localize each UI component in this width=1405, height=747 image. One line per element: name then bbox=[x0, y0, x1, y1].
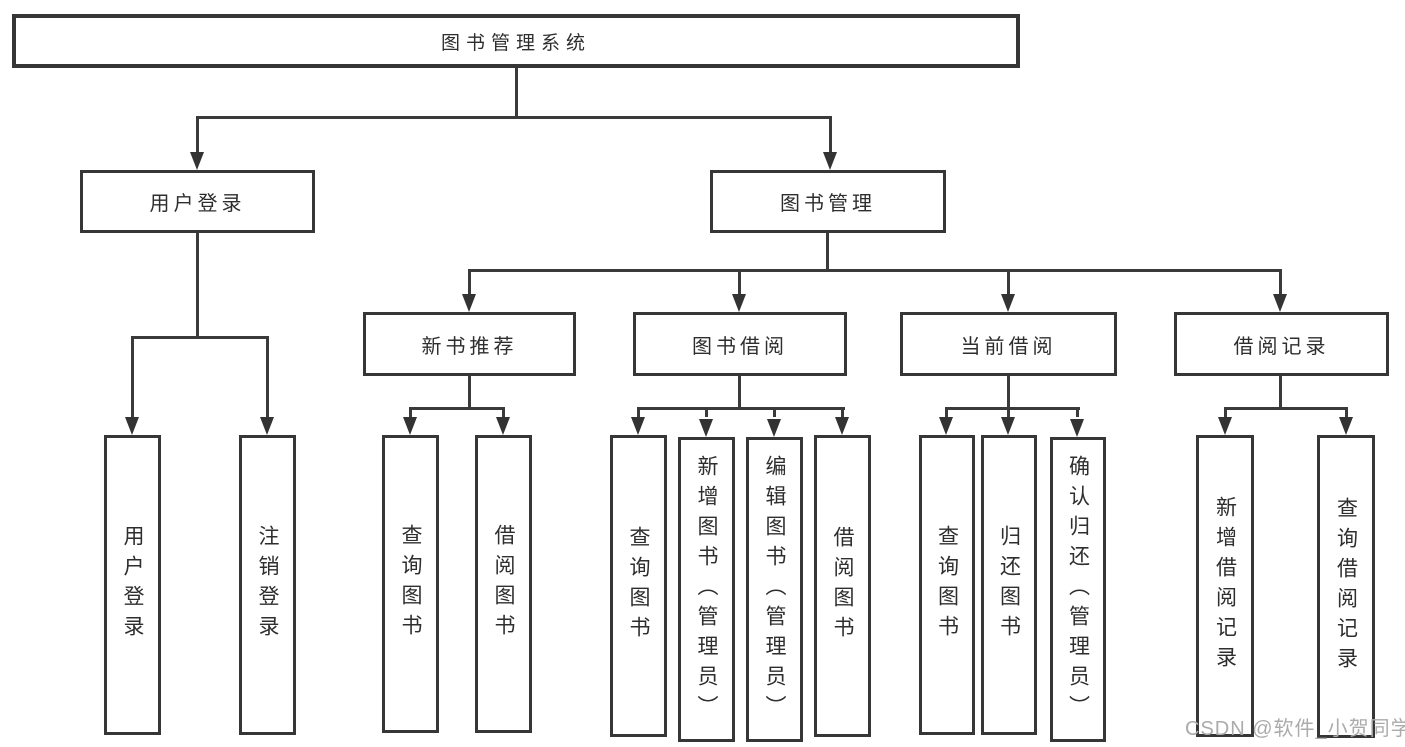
node-new-book-recommendation: 新书推荐 bbox=[363, 312, 576, 376]
leaf-borrow-books-recommend: 借阅图书 bbox=[475, 435, 532, 733]
leaf-query-books-borrow-label: 查询图书 bbox=[627, 526, 650, 646]
connector-line bbox=[266, 336, 269, 417]
leaf-query-books-borrow: 查询图书 bbox=[610, 435, 667, 737]
leaf-logout-label: 注销登录 bbox=[256, 525, 279, 645]
connector-line bbox=[1224, 407, 1227, 417]
connector-line bbox=[131, 336, 134, 417]
connector-line bbox=[773, 407, 776, 417]
connector-line bbox=[468, 269, 1282, 272]
leaf-query-books-recommend-label: 查询图书 bbox=[399, 524, 422, 644]
leaf-borrow-books-recommend-label: 借阅图书 bbox=[492, 524, 515, 644]
connector-line bbox=[738, 269, 741, 295]
connector-line bbox=[826, 233, 829, 271]
leaf-edit-books-admin: 编辑图书（管理员） bbox=[746, 437, 803, 742]
leaf-return-books-label: 归还图书 bbox=[997, 525, 1021, 645]
leaf-logout: 注销登录 bbox=[239, 435, 296, 735]
arrowhead-icon bbox=[732, 294, 746, 312]
connector-line bbox=[131, 336, 269, 339]
connector-line bbox=[705, 407, 708, 417]
node-current-borrowing: 当前借阅 bbox=[900, 312, 1117, 376]
arrowhead-icon bbox=[190, 152, 204, 170]
connector-line bbox=[468, 269, 471, 295]
connector-line bbox=[196, 116, 199, 154]
arrowhead-icon bbox=[1273, 294, 1287, 312]
arrowhead-icon bbox=[631, 417, 645, 435]
connector-line bbox=[196, 116, 832, 119]
arrowhead-icon bbox=[496, 417, 510, 435]
leaf-borrow-books-label: 借阅图书 bbox=[831, 526, 854, 646]
csdn-watermark: CSDN @软件_小贺同学 bbox=[1185, 718, 1405, 740]
node-borrowing-records-label: 借阅记录 bbox=[1233, 335, 1330, 358]
connector-line bbox=[1007, 269, 1010, 295]
leaf-return-books: 归还图书 bbox=[981, 435, 1037, 735]
arrowhead-icon bbox=[767, 419, 781, 437]
node-user-login-label: 用户登录 bbox=[149, 193, 246, 215]
arrowhead-icon bbox=[835, 417, 849, 435]
connector-line bbox=[1279, 269, 1282, 295]
connector-line bbox=[1224, 407, 1348, 410]
leaf-borrow-books: 借阅图书 bbox=[814, 435, 871, 737]
leaf-query-books-current-label: 查询图书 bbox=[935, 525, 959, 645]
leaf-add-books-admin: 新增图书（管理员） bbox=[678, 437, 735, 742]
node-current-borrowing-label: 当前借阅 bbox=[960, 335, 1057, 358]
leaf-confirm-return-admin: 确认归还（管理员） bbox=[1050, 437, 1106, 742]
arrowhead-icon bbox=[1339, 417, 1353, 435]
leaf-add-borrowing-record: 新增借阅记录 bbox=[1196, 435, 1254, 737]
leaf-query-borrowing-record-label: 查询借阅记录 bbox=[1334, 496, 1358, 677]
node-book-borrowing: 图书借阅 bbox=[633, 312, 847, 376]
node-new-book-recommendation-label: 新书推荐 bbox=[421, 335, 518, 358]
leaf-edit-books-admin-label: 编辑图书（管理员） bbox=[763, 454, 786, 725]
connector-line bbox=[1076, 407, 1079, 417]
connector-line bbox=[515, 68, 518, 119]
connector-line bbox=[637, 407, 640, 417]
leaf-add-books-admin-label: 新增图书（管理员） bbox=[695, 454, 718, 725]
leaf-query-books-recommend: 查询图书 bbox=[382, 435, 439, 733]
connector-line bbox=[637, 407, 845, 410]
leaf-query-borrowing-record: 查询借阅记录 bbox=[1317, 435, 1375, 738]
leaf-user-login: 用户登录 bbox=[104, 435, 161, 735]
leaf-user-login-label: 用户登录 bbox=[121, 525, 144, 645]
arrowhead-icon bbox=[939, 417, 953, 435]
leaf-confirm-return-admin-label: 确认归还（管理员） bbox=[1066, 454, 1090, 725]
arrowhead-icon bbox=[1218, 417, 1232, 435]
connector-line bbox=[945, 407, 948, 417]
connector-line bbox=[196, 233, 199, 339]
arrowhead-icon bbox=[1070, 419, 1084, 437]
connector-line bbox=[1279, 376, 1282, 410]
leaf-query-books-current: 查询图书 bbox=[919, 435, 975, 735]
node-root: 图书管理系统 bbox=[12, 14, 1020, 68]
arrowhead-icon bbox=[462, 294, 476, 312]
leaf-add-borrowing-record-label: 新增借阅记录 bbox=[1213, 496, 1237, 676]
connector-line bbox=[738, 376, 741, 410]
connector-line bbox=[841, 407, 844, 417]
node-root-label: 图书管理系统 bbox=[440, 32, 591, 54]
connector-line bbox=[502, 407, 505, 417]
connector-line bbox=[1007, 407, 1010, 417]
connector-line bbox=[1345, 407, 1348, 417]
arrowhead-icon bbox=[823, 152, 837, 170]
node-borrowing-records: 借阅记录 bbox=[1174, 312, 1389, 376]
node-book-management-label: 图书管理 bbox=[780, 193, 876, 215]
connector-line bbox=[468, 376, 471, 410]
arrowhead-icon bbox=[403, 417, 417, 435]
connector-line bbox=[409, 407, 505, 410]
node-book-borrowing-label: 图书借阅 bbox=[692, 335, 788, 358]
node-user-login: 用户登录 bbox=[80, 170, 315, 233]
arrowhead-icon bbox=[1001, 417, 1015, 435]
arrowhead-icon bbox=[125, 417, 139, 435]
connector-line bbox=[945, 407, 1080, 410]
arrowhead-icon bbox=[260, 417, 274, 435]
connector-line bbox=[1007, 376, 1010, 410]
node-book-management: 图书管理 bbox=[710, 170, 946, 233]
connector-line bbox=[829, 116, 832, 154]
arrowhead-icon bbox=[1001, 294, 1015, 312]
arrowhead-icon bbox=[699, 419, 713, 437]
connector-line bbox=[409, 407, 412, 417]
